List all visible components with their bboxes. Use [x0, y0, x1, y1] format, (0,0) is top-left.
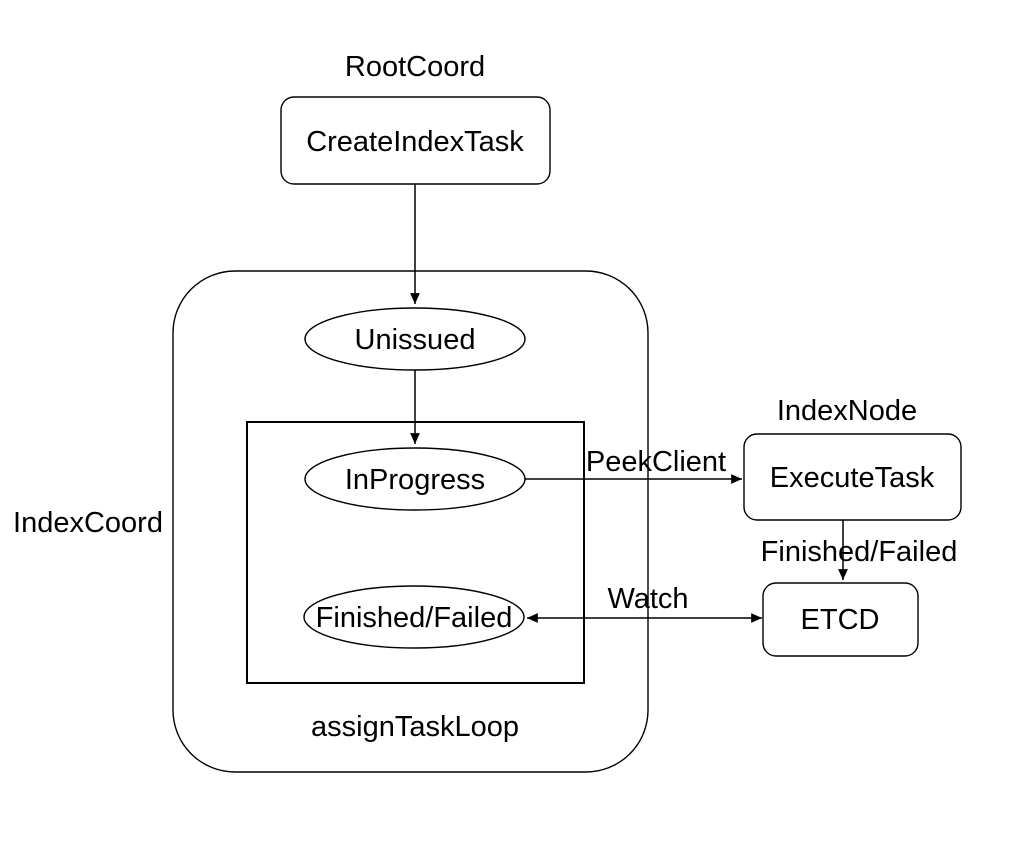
execute-task-label: ExecuteTask: [770, 462, 935, 494]
etcd-label: ETCD: [801, 604, 880, 636]
finished-failed-edge-label: Finished/Failed: [761, 536, 958, 568]
unissued-state-label: Unissued: [355, 324, 476, 356]
assign-task-loop-label: assignTaskLoop: [311, 711, 519, 743]
execute-task-node: [743, 433, 962, 521]
index-node-group-label: IndexNode: [777, 395, 917, 427]
index-coord-group-label: IndexCoord: [13, 507, 163, 539]
in-progress-state-label: InProgress: [345, 464, 485, 496]
peek-client-edge-label: PeekClient: [586, 446, 726, 478]
finished-failed-state-node: [303, 585, 525, 649]
create-index-task-label: CreateIndexTask: [306, 126, 524, 158]
index-coord-container: [172, 270, 649, 773]
watch-edge-label: Watch: [607, 583, 688, 615]
rootcoord-group-label: RootCoord: [345, 51, 485, 83]
assign-task-loop-container: [246, 421, 585, 684]
etcd-node: [762, 582, 919, 657]
finished-failed-state-label: Finished/Failed: [316, 602, 513, 634]
